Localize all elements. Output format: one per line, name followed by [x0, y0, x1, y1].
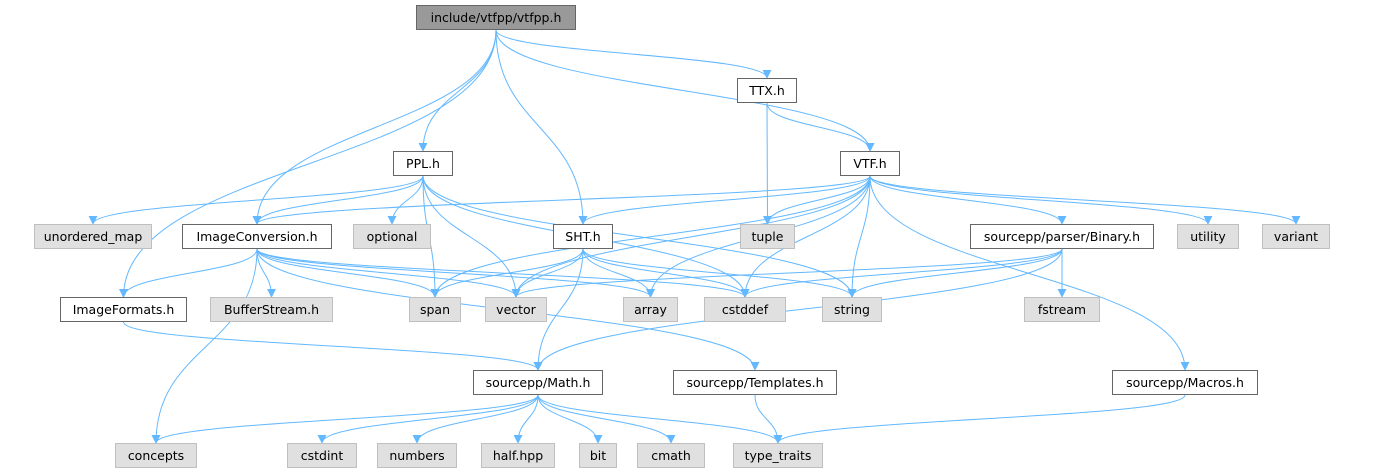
edge-imageconv-to-imageformats: [119, 248, 258, 298]
node-optional: optional: [353, 224, 431, 249]
node-templates[interactable]: sourcepp/Templates.h: [673, 370, 837, 395]
edge-math-to-type_traits: [537, 394, 783, 444]
edge-templates-to-type_traits: [754, 394, 783, 444]
node-cmath: cmath: [637, 443, 705, 468]
node-fstream: fstream: [1024, 297, 1100, 322]
edge-binary-to-cstddef: [740, 248, 1063, 298]
edge-vtf-to-utility: [869, 175, 1213, 225]
edge-ppl-to-unordered_map: [88, 175, 424, 225]
edge-vtf-to-binary: [869, 175, 1067, 225]
edge-binary-to-string: [847, 248, 1063, 298]
node-utility: utility: [1177, 224, 1239, 249]
edge-sht-to-math: [533, 248, 584, 371]
node-halfhpp: half.hpp: [481, 443, 555, 468]
edge-vtf-to-cstddef: [740, 175, 871, 298]
node-vtfpp[interactable]: include/vtfpp/vtfpp.h: [416, 5, 576, 30]
node-vtf[interactable]: VTF.h: [840, 151, 900, 176]
node-cstdint: cstdint: [287, 443, 357, 468]
node-variant: variant: [1262, 224, 1330, 249]
node-ppl[interactable]: PPL.h: [393, 151, 453, 176]
node-type_traits: type_traits: [733, 443, 823, 468]
edge-vtfpp-to-vtf: [495, 29, 875, 152]
edge-math-to-cmath: [537, 394, 676, 444]
edge-macros-to-type_traits: [773, 394, 1186, 444]
edge-vtfpp-to-sht: [495, 29, 588, 225]
node-ttx[interactable]: TTX.h: [737, 78, 797, 103]
edge-ttx-to-tuple: [762, 102, 772, 225]
edge-ppl-to-imageconv: [252, 175, 424, 225]
edge-binary-to-math: [533, 248, 1063, 371]
node-span: span: [409, 297, 461, 322]
edge-math-to-bit: [537, 394, 603, 444]
edge-math-to-numbers: [412, 394, 539, 444]
edge-vtf-to-span: [430, 175, 871, 298]
node-array: array: [623, 297, 678, 322]
node-cstddef: cstddef: [704, 297, 786, 322]
node-bufferstream: BufferStream.h: [210, 297, 333, 322]
edge-math-to-halfhpp: [513, 394, 539, 444]
edge-vtf-to-imageconv: [252, 175, 871, 225]
edge-vtf-to-sht: [578, 175, 871, 225]
edge-ttx-to-vtf: [766, 102, 875, 152]
edge-binary-to-vector: [511, 248, 1063, 298]
edge-ppl-to-string: [422, 175, 857, 298]
edge-vtf-to-string: [847, 175, 871, 298]
edge-vtfpp-to-imageconv: [252, 29, 497, 225]
edge-vtfpp-to-ppl: [418, 29, 497, 152]
node-string: string: [822, 297, 882, 322]
edge-ppl-to-vector: [422, 175, 521, 298]
node-tuple: tuple: [740, 224, 795, 249]
node-numbers: numbers: [377, 443, 457, 468]
edge-ppl-to-optional: [387, 175, 424, 225]
node-imageconv[interactable]: ImageConversion.h: [182, 224, 332, 249]
node-math[interactable]: sourcepp/Math.h: [473, 370, 603, 395]
edge-imageformats-to-math: [123, 321, 543, 371]
edge-vtf-to-tuple: [763, 175, 871, 225]
edge-sht-to-string: [582, 248, 857, 298]
node-unordered_map: unordered_map: [34, 224, 152, 249]
edge-vtfpp-to-ttx: [495, 29, 772, 79]
edge-imageconv-to-vector: [256, 248, 521, 298]
edge-imageconv-to-bufferstream: [256, 248, 276, 298]
edge-math-to-cstdint: [317, 394, 539, 444]
node-bit: bit: [579, 443, 617, 468]
edge-sht-to-span: [430, 248, 584, 298]
edge-imageconv-to-cstddef: [256, 248, 750, 298]
node-vector: vector: [485, 297, 547, 322]
node-macros[interactable]: sourcepp/Macros.h: [1112, 370, 1258, 395]
node-binary[interactable]: sourcepp/parser/Binary.h: [970, 224, 1154, 249]
node-concepts: concepts: [115, 443, 197, 468]
edge-vtf-to-vector: [511, 175, 871, 298]
node-sht[interactable]: SHT.h: [553, 224, 613, 249]
edge-imageconv-to-array: [256, 248, 655, 298]
edge-sht-to-array: [582, 248, 655, 298]
edge-imageconv-to-span: [256, 248, 440, 298]
node-imageformats[interactable]: ImageFormats.h: [60, 297, 187, 322]
edge-math-to-concepts: [151, 394, 539, 444]
edge-sht-to-cstddef: [582, 248, 750, 298]
edge-vtf-to-variant: [869, 175, 1301, 225]
edge-imageconv-to-concepts: [151, 248, 258, 444]
